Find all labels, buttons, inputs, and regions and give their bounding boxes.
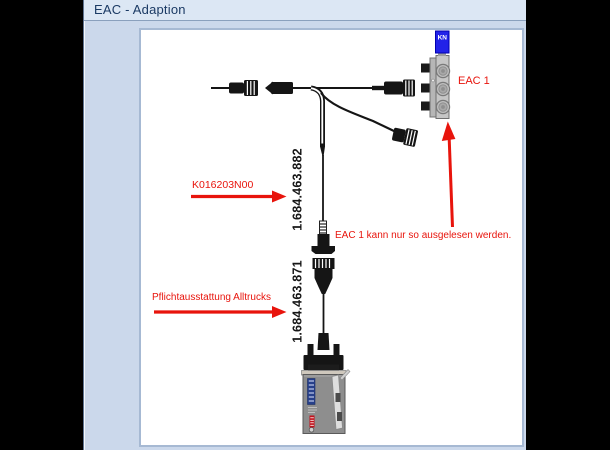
- red-arrow-note-up-icon: [441, 121, 456, 228]
- red-arrow-adapter-code-icon: [191, 190, 287, 203]
- annotation-arrows: [154, 121, 456, 318]
- readout-note-label: EAC 1 kann nur so ausgelesen werden.: [335, 230, 512, 241]
- app-window: EAC - Adaption: [83, 0, 526, 450]
- dsub-connector: [303, 333, 344, 370]
- eac-module: KN: [421, 30, 451, 119]
- adapter-code-label: K016203N00: [192, 179, 254, 191]
- round-connector-branch-icon: [392, 127, 418, 147]
- red-arrow-pflicht-icon: [154, 306, 287, 318]
- page-title: EAC - Adaption: [94, 2, 186, 17]
- y-cable: [211, 79, 418, 222]
- title-bar: EAC - Adaption: [84, 0, 526, 21]
- diagnostic-box: [301, 364, 351, 434]
- inline-connector-pair: [311, 220, 335, 334]
- part-number-upper: 1.684.463.882: [290, 148, 305, 231]
- bosch-logo-icon: [309, 415, 315, 428]
- kn-logo-icon: KN: [435, 30, 450, 54]
- eac1-label: EAC 1: [458, 75, 490, 87]
- round-connector-left-icon: [211, 80, 258, 96]
- round-connector-right-icon: [372, 79, 415, 97]
- plug-connector-icon: [265, 81, 293, 95]
- kn-logo-text: KN: [438, 35, 448, 42]
- pflicht-label: Pflichtausstattung Alltrucks: [152, 292, 271, 303]
- stylus-icon: [331, 369, 351, 430]
- blue-label-icon: [307, 378, 316, 405]
- diagram-panel: KN: [139, 28, 524, 447]
- part-number-lower: 1.684.463.871: [290, 260, 305, 343]
- cable-diagram: KN: [154, 30, 456, 434]
